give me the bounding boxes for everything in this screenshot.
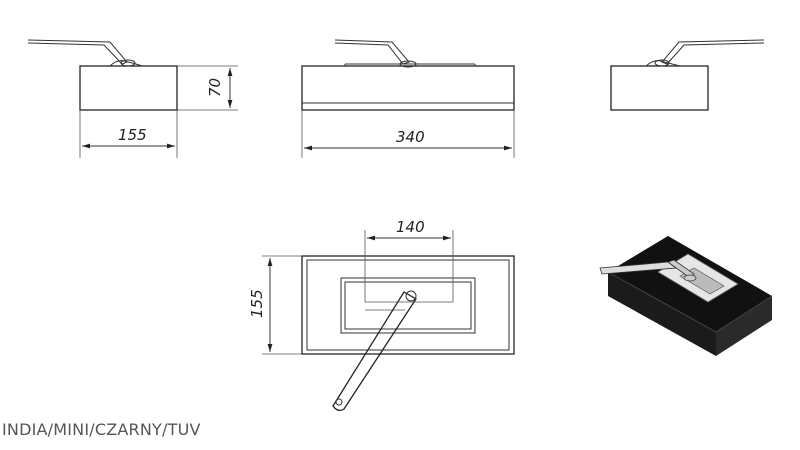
side-view-left: 155 70	[27, 39, 238, 158]
dim-top-inner: 140	[396, 218, 425, 236]
product-code-caption: INDIA/MINI/CZARNY/TUV	[2, 420, 201, 439]
dim-front-width: 340	[396, 128, 425, 146]
isometric-view	[599, 236, 773, 356]
front-view: 340	[301, 39, 515, 158]
dim-side-width: 155	[118, 126, 147, 144]
side-view-right	[610, 39, 765, 111]
top-view: 140 155	[248, 218, 515, 412]
dim-side-height: 70	[206, 78, 224, 97]
dim-top-depth: 155	[248, 289, 266, 318]
